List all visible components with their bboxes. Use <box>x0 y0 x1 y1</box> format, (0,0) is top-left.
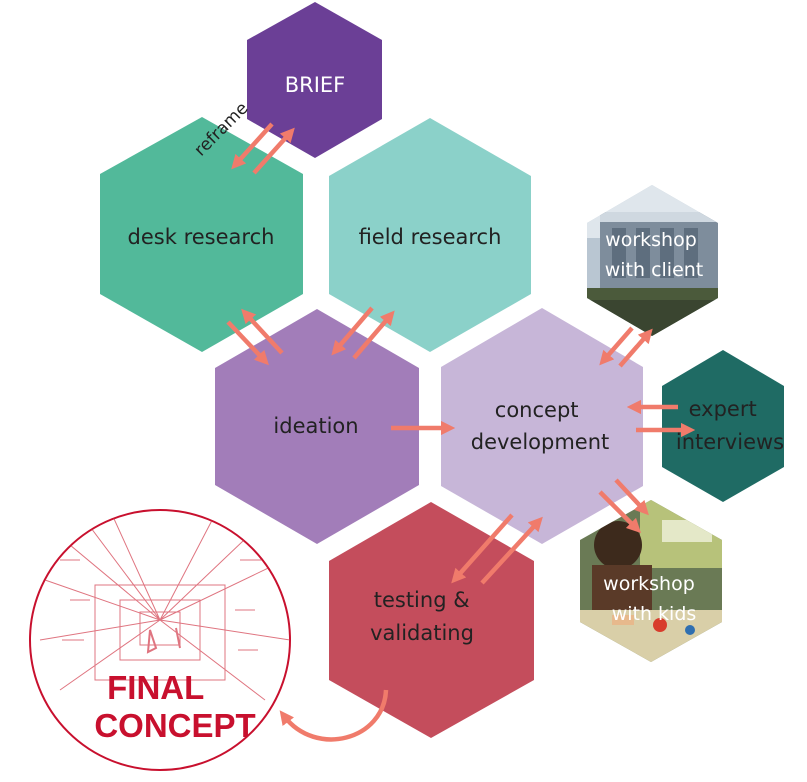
testing-validating-line-2: validating <box>370 621 474 645</box>
final-concept-sketch <box>29 509 291 771</box>
workshop-client-photo <box>587 185 718 336</box>
arrow-concept-to-testing <box>451 513 514 584</box>
final-concept-line-2: CONCEPT <box>94 707 255 744</box>
workshop-kids-label: workshop with kids <box>603 573 701 625</box>
arrow-testing-to-final <box>279 689 389 742</box>
testing-validating-hexagon <box>329 502 534 738</box>
concept-development-label: concept development <box>471 398 610 454</box>
testing-validating-line-1: testing & <box>374 588 470 612</box>
arrow-kids-to-concept <box>614 478 649 516</box>
workshop-kids-photo <box>580 500 722 662</box>
arrow-brief-to-desk <box>231 122 274 170</box>
arrow-concept-to-kids <box>598 490 642 534</box>
brief-hexagon <box>247 2 382 158</box>
expert-interviews-line-1: expert <box>689 397 757 421</box>
expert-interviews-line-2: interviews <box>676 430 784 454</box>
workshop-kids-line-2: with kids <box>612 603 697 625</box>
workshop-kids-line-1: workshop <box>603 573 695 595</box>
arrow-desk-to-ideation <box>226 320 269 366</box>
workshop-client-line-2: with client <box>605 259 704 281</box>
workshop-client-line-1: workshop <box>605 229 697 251</box>
desk-research-label: desk research <box>128 225 275 249</box>
arrow-client-to-concept <box>599 326 634 366</box>
ideation-hexagon <box>215 309 419 544</box>
arrow-testing-to-concept <box>480 516 543 585</box>
expert-interviews-hexagon <box>662 350 784 502</box>
field-research-label: field research <box>359 225 502 249</box>
ideation-label: ideation <box>273 414 358 438</box>
arrow-ideation-to-field <box>352 310 395 360</box>
final-concept-line-1: FINAL <box>107 669 204 706</box>
arrow-concept-to-client <box>618 328 653 368</box>
workshop-client-label: workshop with client <box>605 229 704 281</box>
arrows <box>226 122 696 742</box>
concept-development-hexagon <box>441 308 643 544</box>
arrow-desk-to-brief <box>252 127 295 175</box>
concept-development-line-1: concept <box>495 398 579 422</box>
arrow-field-to-ideation <box>331 306 374 356</box>
desk-research-hexagon <box>100 117 303 352</box>
concept-development-line-2: development <box>471 430 610 454</box>
expert-interviews-label: expert interviews <box>676 397 784 454</box>
field-research-hexagon <box>329 118 531 352</box>
final-concept-label: FINAL CONCEPT <box>94 669 255 744</box>
testing-validating-label: testing & validating <box>370 588 476 645</box>
brief-label: BRIEF <box>285 73 346 97</box>
arrow-ideation-to-desk <box>241 308 284 355</box>
